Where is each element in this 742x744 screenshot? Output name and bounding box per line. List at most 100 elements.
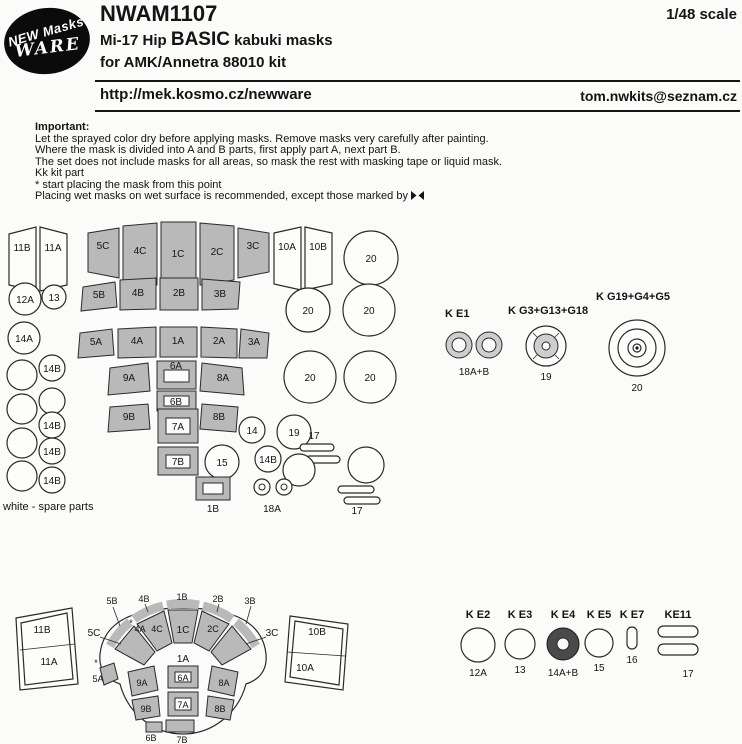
kit-part-label: KE11 <box>665 609 692 621</box>
mask-part-2A <box>200 326 238 359</box>
placement-part-5C <box>114 625 156 666</box>
kit-part-label: K G3+G13+G18 <box>508 305 588 317</box>
mask-part-2B <box>159 277 199 311</box>
mask-part-20 <box>342 283 396 337</box>
placement-label: 9A <box>136 678 147 688</box>
mask-label: 3A <box>248 337 261 348</box>
mask-label: 15 <box>216 458 228 469</box>
kit-part-20-center <box>635 346 639 350</box>
placement-label: 10B <box>308 627 326 638</box>
placement-label: 4C <box>151 624 163 634</box>
mask-part-10A <box>273 226 302 291</box>
mask-label: 17 <box>351 506 363 517</box>
placement-label: 4A <box>134 624 145 634</box>
mask-part-18A-hole <box>258 483 266 491</box>
contact-email: tom.nwkits@seznam.cz <box>580 88 737 104</box>
mask-label: 14B <box>43 364 61 375</box>
kit-part-16-shape <box>626 626 638 650</box>
placement-part-5A <box>99 662 119 686</box>
kit-part-label: K E1 <box>445 308 469 320</box>
spare-circle <box>6 460 38 492</box>
divider-line-top <box>95 80 740 82</box>
mask-part-7B-window <box>165 454 191 469</box>
placement-label: 7B <box>176 735 187 744</box>
placement-part-3B <box>233 618 260 649</box>
kit-part-13-shape <box>504 628 536 660</box>
divider-line-bottom <box>95 110 740 112</box>
kit-part-17-shape <box>657 643 699 656</box>
title-prefix: Mi-17 Hip <box>100 32 171 49</box>
mask-part-3B <box>201 278 241 311</box>
mask-part-8A <box>199 362 245 396</box>
placement-part-7A-window <box>174 697 192 711</box>
canopy-outline <box>99 607 267 735</box>
mask-part-10B <box>304 226 333 291</box>
placement-label: 2C <box>207 624 219 634</box>
mask-label: 9A <box>123 373 136 384</box>
placement-label: 1B <box>176 592 187 602</box>
placement-label: 4B <box>138 594 149 604</box>
kit-part-caption: 19 <box>540 372 552 383</box>
instruction-line: The set does not include masks for all a… <box>35 155 503 168</box>
spare-parts-note: white - spare parts <box>2 501 94 513</box>
mask-label: 18A <box>263 504 281 515</box>
placement-label: 6A <box>177 673 188 683</box>
mask-label: 2A <box>213 336 226 347</box>
kit-part-18-ring-hole <box>481 337 497 353</box>
mask-part-17-strip <box>299 443 335 452</box>
placement-label: 3C <box>266 628 279 639</box>
instruction-line: * start placing the mask from this point <box>35 178 222 191</box>
kit-part-caption: 15 <box>593 663 605 674</box>
placement-label: 1C <box>177 625 190 636</box>
placement-part-10-inner <box>289 620 344 686</box>
placement-part-11-inner <box>20 612 74 686</box>
product-code: NWAM1107 <box>100 1 218 26</box>
mask-part-1A <box>159 326 198 358</box>
instruction-line: Let the sprayed color dry before applyin… <box>35 132 489 145</box>
kit-part-20-ring <box>627 338 647 358</box>
placement-diagram: 11B 11A 5B 4B 1B 2B 3B 5C 4A 4C 1C 2C 3C <box>15 592 699 744</box>
mask-part-5C <box>87 227 120 279</box>
leader-line <box>99 636 122 645</box>
spare-circle <box>347 446 385 484</box>
placement-label: 11A <box>40 657 57 668</box>
placement-part-11 <box>15 607 79 691</box>
hub-notch <box>532 354 538 360</box>
placement-label: 11B <box>33 625 50 636</box>
mask-part-14B <box>38 466 66 494</box>
kit-part-label: K E3 <box>508 609 532 621</box>
placement-part-1B <box>166 599 200 610</box>
mask-label: 20 <box>364 373 376 384</box>
mask-part-11A <box>39 226 68 292</box>
leader-line <box>245 605 252 625</box>
mask-label: 9B <box>123 412 136 423</box>
mask-label: 19 <box>288 428 300 439</box>
mask-part-6B-window <box>163 395 190 407</box>
placement-part-6A-window <box>174 671 192 683</box>
mask-part-14B <box>254 445 282 473</box>
mask-part-14B <box>38 354 66 382</box>
kit-part-label: K E7 <box>620 609 644 621</box>
mask-part-8B <box>199 403 239 433</box>
hub-notch <box>554 332 560 338</box>
mask-part-3C <box>237 227 270 279</box>
mask-part-17-strip <box>343 496 381 505</box>
kit-part-15-shape <box>584 628 614 658</box>
mask-label: 1B <box>207 504 220 515</box>
kit-part-20-ring <box>617 328 657 368</box>
mask-part-20 <box>283 350 337 404</box>
mask-part-7A-window <box>165 417 191 435</box>
mask-label: 14B <box>43 421 61 432</box>
placement-label: 1A <box>177 654 190 665</box>
mask-label: 3C <box>247 241 260 252</box>
mask-part-20 <box>343 350 397 404</box>
title-emphasis: BASIC <box>170 29 230 50</box>
instruction-line-wet: Placing wet masks on wet surface is reco… <box>35 190 705 203</box>
kit-part-caption: 13 <box>514 665 526 676</box>
mask-part-5A <box>77 328 115 359</box>
mask-label: 5A <box>90 337 103 348</box>
mask-part-2C <box>199 222 235 286</box>
mask-label: 2B <box>173 288 186 299</box>
mask-label: 6A <box>170 361 183 372</box>
mask-label: 1C <box>172 249 185 260</box>
